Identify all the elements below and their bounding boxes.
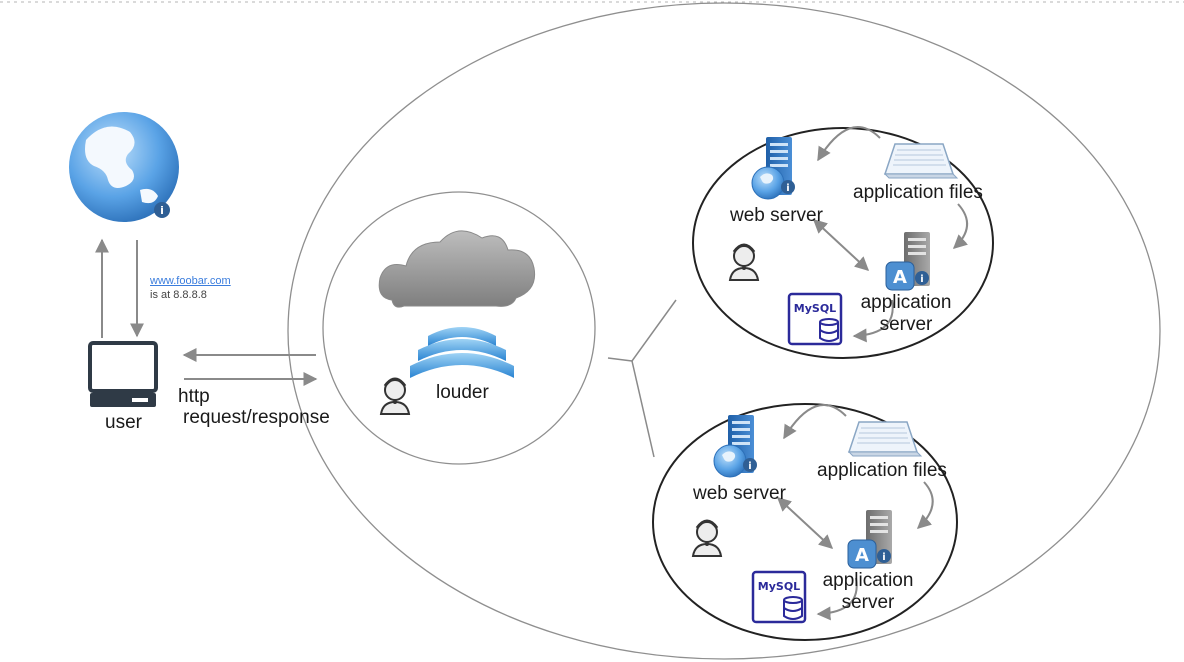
branch-connector — [607, 299, 677, 458]
application-files-label-1: application files — [853, 182, 983, 203]
globe-icon: i — [69, 112, 179, 222]
dns-resolution-label: is at 8.8.8.8 — [150, 289, 207, 301]
application-server-label-2: application server — [822, 570, 914, 613]
load-balancer-circle — [322, 191, 596, 465]
application-files-icon — [884, 143, 958, 179]
svg-text:MySQL: MySQL — [794, 302, 836, 315]
application-files-label-2: application files — [817, 460, 947, 481]
mysql-icon: MySQL — [787, 292, 843, 346]
dns-domain-label: www.foobar.com — [150, 275, 231, 287]
web-server-label-2: web server — [693, 483, 786, 504]
computer-icon — [88, 341, 158, 407]
application-server-icon — [847, 509, 893, 569]
application-files-icon — [848, 421, 922, 457]
operator-icon — [691, 519, 723, 558]
svg-text:i: i — [160, 204, 164, 217]
application-server-icon — [885, 231, 931, 291]
application-server-label-1: application server — [860, 292, 952, 335]
cloud-icon — [378, 230, 536, 308]
request-response-label: request/response — [183, 407, 330, 428]
svg-text:MySQL: MySQL — [758, 580, 800, 593]
server-1: MySQL — [692, 126, 994, 359]
operator-icon — [728, 243, 760, 282]
load-balancer-label: louder — [436, 382, 489, 403]
http-label: http — [178, 386, 210, 407]
mysql-icon: MySQL — [751, 570, 807, 624]
web-server-label-1: web server — [730, 205, 823, 226]
server-2: MySQL — [652, 403, 958, 641]
user-label: user — [105, 412, 142, 433]
infrastructure-boundary — [287, 2, 1161, 660]
operator-icon — [379, 377, 411, 416]
signal-waves-icon — [410, 327, 514, 378]
web-server-icon — [751, 136, 796, 200]
